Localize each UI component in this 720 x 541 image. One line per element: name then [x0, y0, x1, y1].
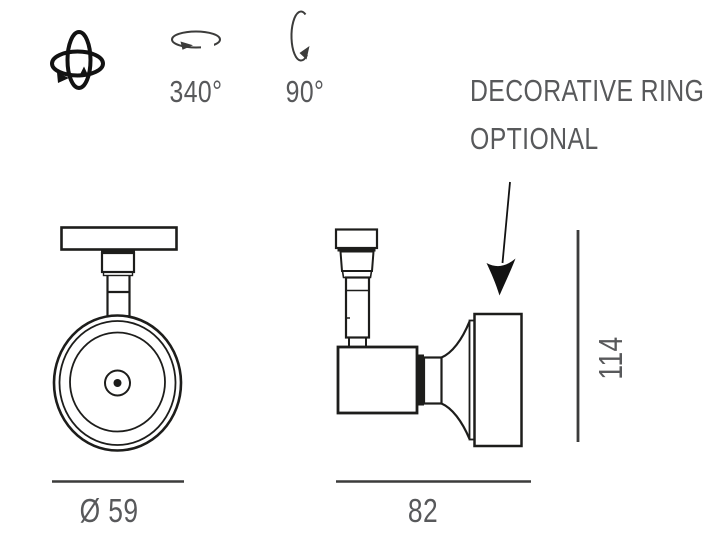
horizontal-rotation-icon — [171, 30, 221, 51]
dimension-width-value: 82 — [407, 492, 439, 529]
dimension-height-value: 114 — [591, 336, 629, 380]
vertical-tilt-rotation-icon — [290, 10, 310, 62]
rotation-340-label: 340° — [169, 74, 223, 109]
decorative-ring-annotation-line1: DECORATIVE RING — [470, 73, 705, 108]
dimension-diameter-value: Ø 59 — [79, 492, 139, 529]
decorative-ring-pointer-arrow — [486, 181, 516, 296]
front-view-drawing — [52, 226, 183, 452]
rotation-90-label: 90° — [285, 74, 325, 109]
side-view-drawing — [334, 228, 523, 448]
3d-swivel-rotation-icon — [50, 30, 105, 90]
decorative-ring-annotation-line2: OPTIONAL — [470, 121, 599, 156]
